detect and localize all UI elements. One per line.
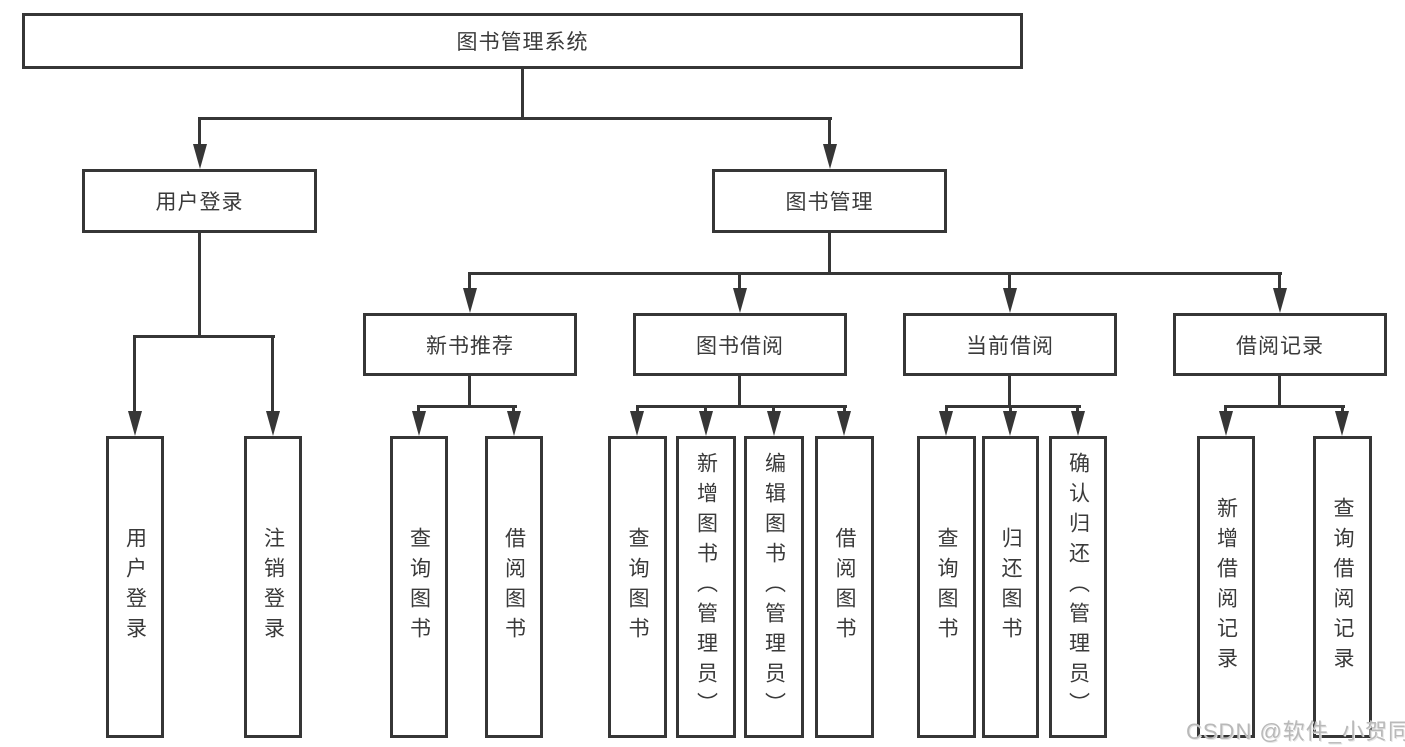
arrowhead	[1003, 288, 1017, 313]
connector-recommend-stem	[468, 272, 471, 290]
node-borrow-query-books: 查询图书	[608, 436, 667, 738]
connector-borrow-hline	[636, 405, 847, 408]
arrowhead	[823, 144, 837, 169]
arrowhead	[463, 288, 477, 313]
arrowhead	[1273, 288, 1287, 313]
node-records-add-record-label: 新增借阅记录	[1214, 497, 1238, 677]
arrowhead	[733, 288, 747, 313]
node-records-query-record-label: 查询借阅记录	[1331, 497, 1355, 677]
node-borrow-edit-books-admin-label: 编辑图书（管理员）	[762, 452, 786, 722]
node-login: 用户登录	[106, 436, 164, 738]
connector-records-stem	[1278, 272, 1281, 290]
connector-logout-stem	[271, 335, 274, 414]
connector-records-down	[1278, 376, 1281, 408]
arrowhead	[193, 144, 207, 169]
connector-leaf-stem	[772, 405, 775, 413]
node-records-add-record: 新增借阅记录	[1197, 436, 1255, 738]
connector-leaf-stem	[1009, 405, 1012, 413]
node-new-book-recommend: 新书推荐	[363, 313, 577, 376]
node-borrow-records-label: 借阅记录	[1236, 334, 1324, 358]
node-recommend-query-books-label: 查询图书	[407, 527, 431, 647]
connector-leaf-stem	[945, 405, 948, 413]
node-borrow-add-books-admin: 新增图书（管理员）	[676, 436, 736, 738]
connector-leaf-stem	[512, 405, 515, 413]
arrowhead	[128, 411, 142, 436]
arrowhead	[412, 411, 426, 436]
node-current-borrow: 当前借阅	[903, 313, 1117, 376]
node-current-borrow-label: 当前借阅	[966, 334, 1054, 358]
node-book-management: 图书管理	[712, 169, 947, 233]
connector-bookmgmt-down	[828, 233, 831, 275]
connector-bookmgmt-stem	[828, 117, 831, 147]
node-current-query-books: 查询图书	[917, 436, 976, 738]
connector-borrow-down	[738, 376, 741, 408]
node-records-query-record: 查询借阅记录	[1313, 436, 1372, 738]
connector-leaf-stem	[636, 405, 639, 413]
node-borrow-query-books-label: 查询图书	[626, 527, 650, 647]
connector-leaf-stem	[1341, 405, 1344, 413]
arrowhead	[1071, 411, 1085, 436]
connector-userlogin-stem	[198, 117, 201, 147]
node-current-confirm-return-admin-label: 确认归还（管理员）	[1066, 452, 1090, 722]
connector-userlogin-down	[198, 233, 201, 337]
node-current-return-books-label: 归还图书	[999, 527, 1023, 647]
node-user-login-label: 用户登录	[155, 191, 244, 214]
connector-recommend-down	[468, 376, 471, 408]
arrowhead	[507, 411, 521, 436]
node-current-return-books: 归还图书	[982, 436, 1039, 738]
arrowhead	[939, 411, 953, 436]
node-borrow-borrow-books: 借阅图书	[815, 436, 874, 738]
connector-current-down	[1008, 376, 1011, 408]
node-current-query-books-label: 查询图书	[935, 527, 959, 647]
connector-records-hline	[1224, 405, 1345, 408]
node-current-confirm-return-admin: 确认归还（管理员）	[1049, 436, 1107, 738]
connector-root-hline	[198, 117, 832, 120]
node-borrow-edit-books-admin: 编辑图书（管理员）	[744, 436, 804, 738]
arrowhead	[266, 411, 280, 436]
arrowhead	[837, 411, 851, 436]
arrowhead	[630, 411, 644, 436]
arrowhead	[1003, 411, 1017, 436]
node-book-borrow-label: 图书借阅	[696, 334, 784, 358]
connector-login-stem	[133, 335, 136, 414]
node-borrow-add-books-admin-label: 新增图书（管理员）	[694, 452, 718, 722]
arrowhead	[767, 411, 781, 436]
connector-bookmgmt-hline	[468, 272, 1282, 275]
connector-current-stem	[1008, 272, 1011, 290]
node-borrow-records: 借阅记录	[1173, 313, 1387, 376]
node-root: 图书管理系统	[22, 13, 1023, 69]
connector-borrow-stem	[738, 272, 741, 290]
node-book-management-label: 图书管理	[785, 191, 874, 214]
node-new-book-recommend-label: 新书推荐	[426, 334, 514, 358]
node-root-label: 图书管理系统	[456, 31, 589, 54]
node-logout: 注销登录	[244, 436, 302, 738]
connector-recommend-hline	[417, 405, 517, 408]
node-book-borrow: 图书借阅	[633, 313, 847, 376]
node-user-login: 用户登录	[82, 169, 317, 233]
node-recommend-borrow-books-label: 借阅图书	[502, 527, 526, 647]
arrowhead	[699, 411, 713, 436]
arrowhead	[1335, 411, 1349, 436]
connector-current-hline	[945, 405, 1081, 408]
node-borrow-borrow-books-label: 借阅图书	[833, 527, 857, 647]
connector-leaf-stem	[843, 405, 846, 413]
node-login-label: 用户登录	[123, 527, 147, 647]
node-recommend-query-books: 查询图书	[390, 436, 448, 738]
connector-root-stem	[521, 69, 524, 119]
node-recommend-borrow-books: 借阅图书	[485, 436, 543, 738]
connector-leaf-stem	[1076, 405, 1079, 413]
node-logout-label: 注销登录	[261, 527, 285, 647]
watermark: CSDN @软件_小贺同学	[1186, 719, 1405, 744]
connector-leaf-stem	[417, 405, 420, 413]
connector-userlogin-hline	[133, 335, 275, 338]
arrowhead	[1219, 411, 1233, 436]
connector-leaf-stem	[704, 405, 707, 413]
connector-leaf-stem	[1224, 405, 1227, 413]
